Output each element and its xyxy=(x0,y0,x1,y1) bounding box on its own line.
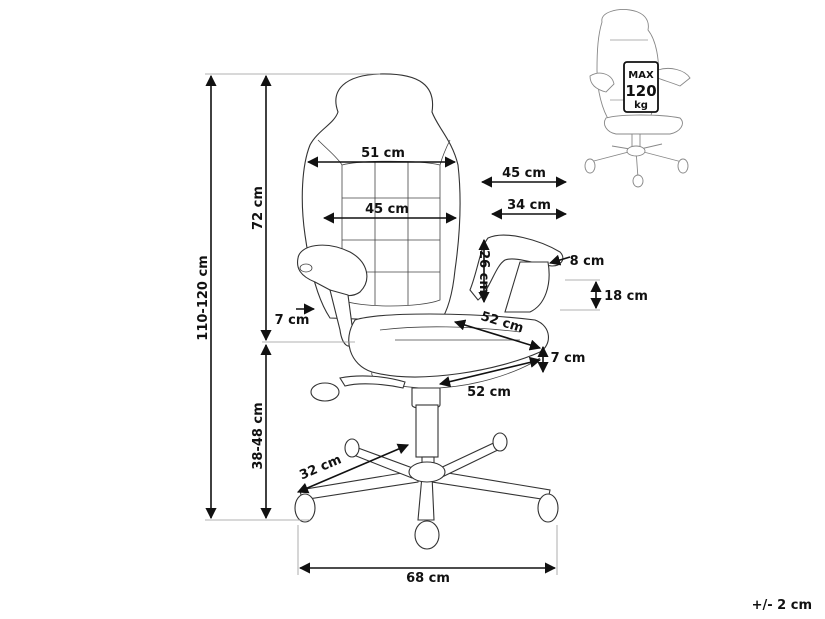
chair-illustration xyxy=(294,73,564,550)
label-backrest-width-top: 51 cm xyxy=(361,146,405,161)
label-armrest-width: 8 cm xyxy=(570,254,605,269)
label-armrest-length-inner: 34 cm xyxy=(507,198,551,213)
label-seat-thickness: 7 cm xyxy=(551,351,586,366)
dimension-labels: 110-120 cm 72 cm 38-48 cm 51 cm 45 cm 45… xyxy=(196,146,648,586)
label-leg-length: 32 cm xyxy=(298,452,344,483)
label-armrest-length-outer: 45 cm xyxy=(502,166,546,181)
label-backrest-width-mid: 45 cm xyxy=(365,202,409,217)
max-load-badge xyxy=(623,61,659,113)
label-base-width: 68 cm xyxy=(406,571,450,586)
label-seat-height: 38-48 cm xyxy=(251,402,266,469)
tolerance-note: +/- 2 cm xyxy=(752,598,812,613)
max-load-unit: kg xyxy=(634,100,648,111)
max-load-value: 120 xyxy=(625,82,656,100)
max-load-thumbnail: MAX 120 kg xyxy=(584,9,691,188)
label-seat-width: 52 cm xyxy=(467,385,511,400)
dimension-lines xyxy=(205,74,602,574)
label-total-height: 110-120 cm xyxy=(196,255,211,340)
label-armrest-height: 26 cm xyxy=(476,250,491,294)
label-armrest-to-seat: 18 cm xyxy=(604,289,648,304)
label-armrest-gap: 7 cm xyxy=(275,313,310,328)
max-load-prefix: MAX xyxy=(628,70,654,81)
label-backrest-height: 72 cm xyxy=(251,186,266,230)
extension-lines xyxy=(205,73,600,575)
